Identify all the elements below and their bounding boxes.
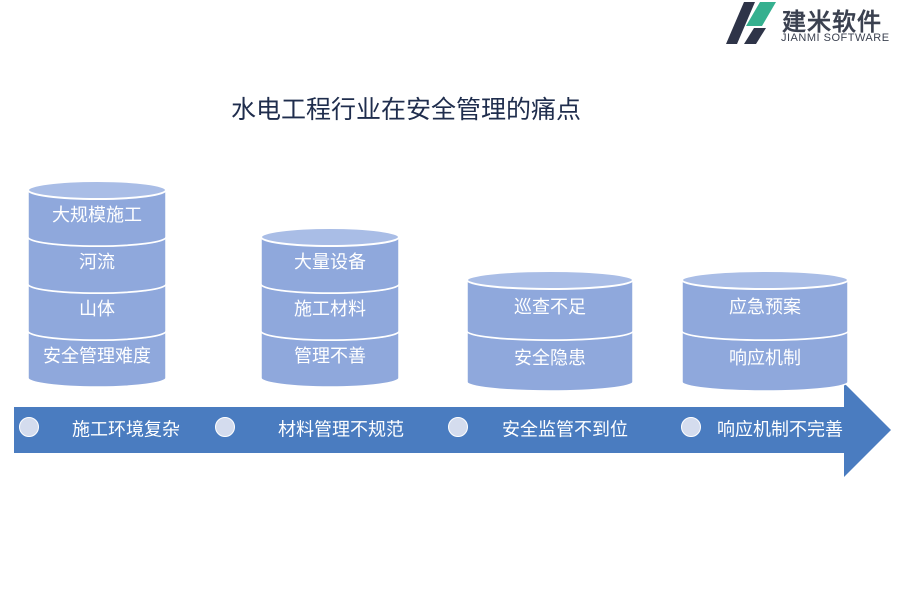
cylinder-segment-label: 施工材料 — [294, 299, 366, 320]
page-title: 水电工程行业在安全管理的痛点 — [231, 95, 582, 124]
cylinder-segment-label: 山体 — [79, 299, 115, 320]
cylinder-segment — [27, 330, 167, 388]
cylinder-top — [681, 270, 849, 290]
cylinder-segment — [27, 283, 167, 341]
stage-label: 响应机制不完善 — [717, 420, 843, 441]
cylinder-segment — [260, 330, 400, 388]
timeline-dot — [215, 417, 235, 437]
cylinder-segment-label: 安全隐患 — [514, 348, 586, 369]
cylinder-segment-label: 安全管理难度 — [43, 346, 151, 367]
cylinder-segment-label: 大量设备 — [294, 252, 366, 273]
stage-label: 材料管理不规范 — [278, 420, 404, 441]
cylinder-segment — [260, 283, 400, 341]
cylinder-segment — [260, 236, 400, 294]
logo-green-shape — [746, 2, 776, 26]
stage-label: 安全监管不到位 — [502, 420, 628, 441]
cylinder-segment — [681, 330, 849, 392]
logo-dark-lower — [744, 28, 766, 44]
cylinder-segment — [27, 236, 167, 294]
cylinder-top — [260, 227, 400, 247]
cylinder-segment — [466, 279, 634, 341]
cylinder-segment — [466, 330, 634, 392]
timeline-dot — [448, 417, 468, 437]
brand-name: 建米软件 — [782, 8, 882, 36]
stage-label: 施工环境复杂 — [72, 420, 180, 441]
brand-logo — [726, 2, 776, 44]
cylinder-segment-label: 管理不善 — [294, 346, 366, 367]
cylinder-segment-label: 应急预案 — [729, 297, 801, 318]
timeline-dot — [19, 417, 39, 437]
cylinder-segment — [27, 189, 167, 247]
logo-dark-shape — [726, 2, 755, 44]
cylinder-top — [27, 180, 167, 200]
cylinder-segment-label: 大规模施工 — [52, 205, 142, 226]
brand-tagline: JIANMI SOFTWARE — [781, 32, 890, 44]
cylinder-segment — [681, 279, 849, 341]
cylinder-top — [466, 270, 634, 290]
timeline-dot — [681, 417, 701, 437]
cylinder-segment-label: 响应机制 — [729, 348, 801, 369]
cylinder-segment-label: 河流 — [79, 252, 115, 273]
cylinder-segment-label: 巡查不足 — [514, 297, 586, 318]
